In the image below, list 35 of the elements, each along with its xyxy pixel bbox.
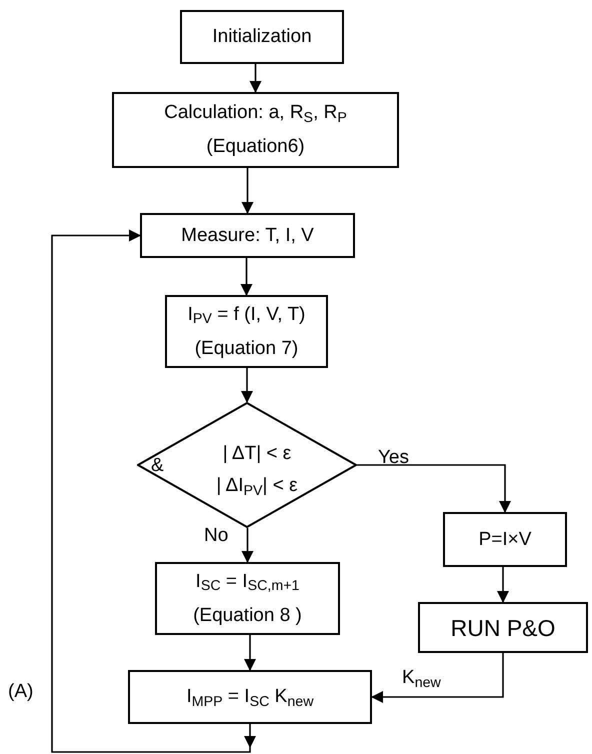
box-text: Measure: T, I, V <box>181 224 314 248</box>
arrow <box>240 258 252 296</box>
process-box <box>112 92 399 168</box>
box-text: Initialization <box>212 25 312 49</box>
condition-text: | ΔT| < ε <box>222 442 292 466</box>
edge-label: K$_{new}$ <box>402 667 441 688</box>
process-box <box>418 602 588 653</box>
box-text: Calculation: a, R$_{S}$, R$_{P}$ <box>164 101 347 128</box>
process-box <box>128 670 372 724</box>
arrow <box>357 464 511 513</box>
condition-text: & <box>151 455 164 476</box>
box-text: P=I×V <box>478 528 532 552</box>
arrow <box>241 368 253 403</box>
condition-text: | ΔI$_{PV}$| < ε <box>215 474 298 501</box>
box-text: (Equation6) <box>206 135 305 159</box>
arrow <box>250 64 262 93</box>
arrow <box>371 653 504 703</box>
edge-label: Yes <box>378 447 409 468</box>
box-text: I$_{MPP}$ = I$_{SC}$ K$_{new}$ <box>186 685 314 712</box>
box-text: (Equation 8 ) <box>193 604 302 628</box>
process-box <box>155 562 340 635</box>
arrow <box>497 567 509 603</box>
process-box <box>180 10 344 64</box>
process-box <box>443 512 567 567</box>
box-text: RUN P&O <box>450 614 556 642</box>
arrow <box>242 528 254 563</box>
arrow <box>242 168 254 214</box>
process-box <box>165 295 328 368</box>
arrow <box>244 635 256 671</box>
box-text: I$_{SC}$ = I$_{SC,m+1}$ <box>196 570 300 596</box>
edge-label: No <box>204 525 228 546</box>
box-text: (Equation 7) <box>194 336 298 360</box>
box-text: I$_{PV}$ = f (I, V, T) <box>188 302 306 330</box>
process-box <box>140 213 355 258</box>
edge-label: (A) <box>8 681 34 702</box>
